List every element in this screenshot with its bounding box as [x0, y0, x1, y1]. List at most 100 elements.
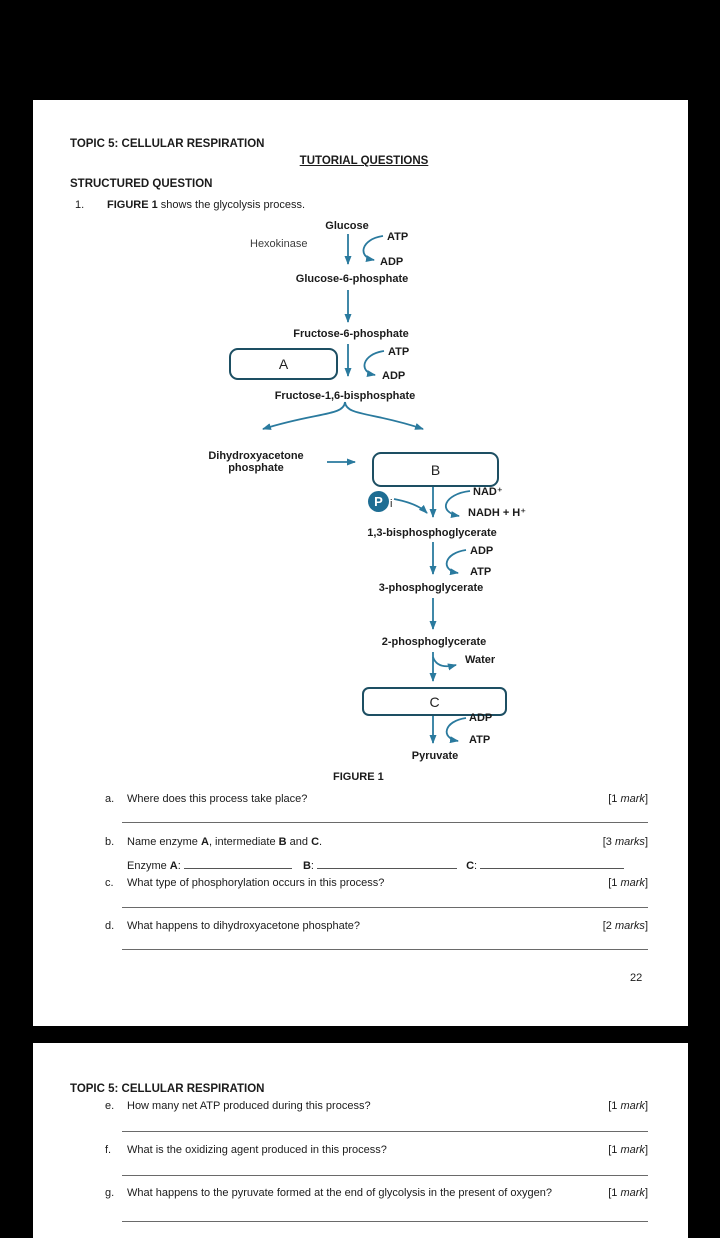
answer-line-c [122, 907, 648, 908]
question-f-text: What is the oxidizing agent produced in … [127, 1144, 387, 1156]
curve-pi [393, 498, 428, 514]
enzyme-b-blank [317, 856, 458, 869]
cofactor-nadh: NADH + H⁺ [468, 507, 527, 519]
box-c-label: C [429, 693, 440, 710]
enzyme-c-blank [480, 856, 625, 869]
answer-line-g [122, 1221, 648, 1222]
topic-title-page2: TOPIC 5: CELLULAR RESPIRATION [70, 1083, 265, 1095]
enzyme-a-blank [183, 856, 292, 869]
cofactor-nad: NAD⁺ [473, 486, 503, 498]
curve-atp-adp-2 [363, 350, 385, 378]
mark-close: ] [644, 1100, 648, 1112]
mark-word: mark [620, 793, 645, 805]
enzyme-hexokinase: Hexokinase [250, 238, 308, 250]
question-g-text: What happens to the pyruvate formed at t… [127, 1187, 552, 1199]
mark-close: ] [644, 1144, 648, 1156]
topic-title: TOPIC 5: CELLULAR RESPIRATION [70, 138, 265, 150]
mark-word: mark [620, 1144, 645, 1156]
arrow-split-left [262, 401, 346, 430]
figure-reference: FIGURE 1 [107, 199, 158, 211]
mark-open: [1 [608, 877, 621, 889]
question-b-mark: [3 marks] [603, 836, 648, 849]
mark-word: marks [614, 920, 645, 932]
node-fructose-16-bisphosphate: Fructose-1,6-bisphosphate [274, 390, 416, 402]
dhap-line2: phosphate [228, 462, 284, 474]
box-b-label: B [430, 461, 441, 478]
question-d-text: What happens to dihydroxyacetone phospha… [127, 920, 360, 932]
glycolysis-diagram-arrows [262, 234, 471, 744]
b-seg6: C [311, 836, 320, 848]
document-page-1: TOPIC 5: CELLULAR RESPIRATION TUTORIAL Q… [33, 100, 688, 1026]
curve-nad-nadh [445, 490, 471, 519]
answer-line-f [122, 1175, 648, 1176]
question-g: g. What happens to the pyruvate formed a… [105, 1187, 648, 1200]
mark-close: ] [644, 877, 648, 889]
curve-adp-atp-4 [445, 717, 467, 744]
question-e-mark: [1 mark] [608, 1100, 648, 1113]
question-1-intro: 1. FIGURE 1 shows the glycolysis process. [75, 199, 305, 211]
arrow-split-right [344, 401, 424, 430]
node-dhap: Dihydroxyacetone phosphate [208, 450, 303, 474]
inorganic-phosphate-icon: P [368, 491, 389, 512]
cofactor-atp-4: ATP [469, 734, 491, 746]
mark-close: ] [644, 836, 648, 848]
mark-close: ] [644, 793, 648, 805]
cofactor-water: Water [465, 654, 496, 666]
cofactor-atp-2: ATP [388, 346, 410, 358]
question-e-letter: e. [105, 1100, 115, 1112]
cofactor-atp-1: ATP [387, 231, 409, 243]
mark-word: mark [620, 1187, 645, 1199]
pi-subscript: i [390, 498, 393, 510]
enzyme-label: Enzyme [127, 860, 170, 872]
item-intro-text: shows the glycolysis process. [157, 199, 306, 211]
node-13-bisphosphoglycerate: 1,3-bisphosphoglycerate [367, 527, 497, 539]
mark-open: [2 [602, 920, 615, 932]
figure-caption: FIGURE 1 [333, 771, 384, 783]
question-f: f. What is the oxidizing agent produced … [105, 1144, 648, 1157]
cofactor-adp-3: ADP [470, 545, 494, 557]
mark-open: [1 [608, 1100, 621, 1112]
pi-symbol: P [374, 494, 383, 509]
curve-atp-adp-1 [362, 235, 384, 263]
answer-line-a [122, 822, 648, 823]
node-glucose: Glucose [325, 220, 369, 232]
intermediate-box-c: C [362, 687, 507, 716]
question-a-text: Where does this process take place? [127, 793, 308, 805]
cofactor-adp-1: ADP [380, 256, 404, 268]
mark-open: [1 [608, 1144, 621, 1156]
node-3-phosphoglycerate: 3-phosphoglycerate [378, 582, 484, 594]
mark-open: [1 [608, 1187, 621, 1199]
node-2-phosphoglycerate: 2-phosphoglycerate [381, 636, 487, 648]
enzyme-c-colon: : [474, 860, 478, 872]
subsection-title: STRUCTURED QUESTION [70, 178, 213, 190]
question-e: e. How many net ATP produced during this… [105, 1100, 648, 1113]
dhap-line1: Dihydroxyacetone [208, 450, 304, 462]
cofactor-adp-2: ADP [382, 370, 406, 382]
question-b-text: Name enzyme A, intermediate B and C. [127, 836, 603, 849]
answer-line-d [122, 949, 648, 950]
question-g-letter: g. [105, 1187, 115, 1199]
question-b-letter: b. [105, 836, 115, 848]
question-d: d. What happens to dihydroxyacetone phos… [105, 920, 648, 933]
box-a-label: A [278, 356, 289, 372]
mark-word: mark [620, 1100, 645, 1112]
question-c-letter: c. [105, 877, 114, 889]
curve-water [432, 656, 457, 671]
b-seg5: and [286, 836, 312, 848]
question-f-letter: f. [105, 1144, 112, 1156]
enzyme-a-colon: : [177, 860, 181, 872]
cofactor-atp-3: ATP [470, 566, 492, 578]
enzyme-c-label: C [466, 860, 475, 872]
question-a-letter: a. [105, 793, 115, 805]
b-seg1: Name enzyme [127, 836, 201, 848]
mark-close: ] [644, 920, 648, 932]
item-number: 1. [75, 199, 85, 211]
question-d-letter: d. [105, 920, 115, 932]
mark-word: marks [614, 836, 645, 848]
question-b: b. Name enzyme A, intermediate B and C. … [105, 836, 648, 849]
document-page-2: TOPIC 5: CELLULAR RESPIRATION e. How man… [33, 1043, 688, 1238]
b-seg7: . [319, 836, 323, 848]
enzyme-a-label: A [169, 860, 178, 872]
question-a: a. Where does this process take place? [… [105, 793, 648, 806]
cofactor-adp-4: ADP [469, 712, 493, 724]
